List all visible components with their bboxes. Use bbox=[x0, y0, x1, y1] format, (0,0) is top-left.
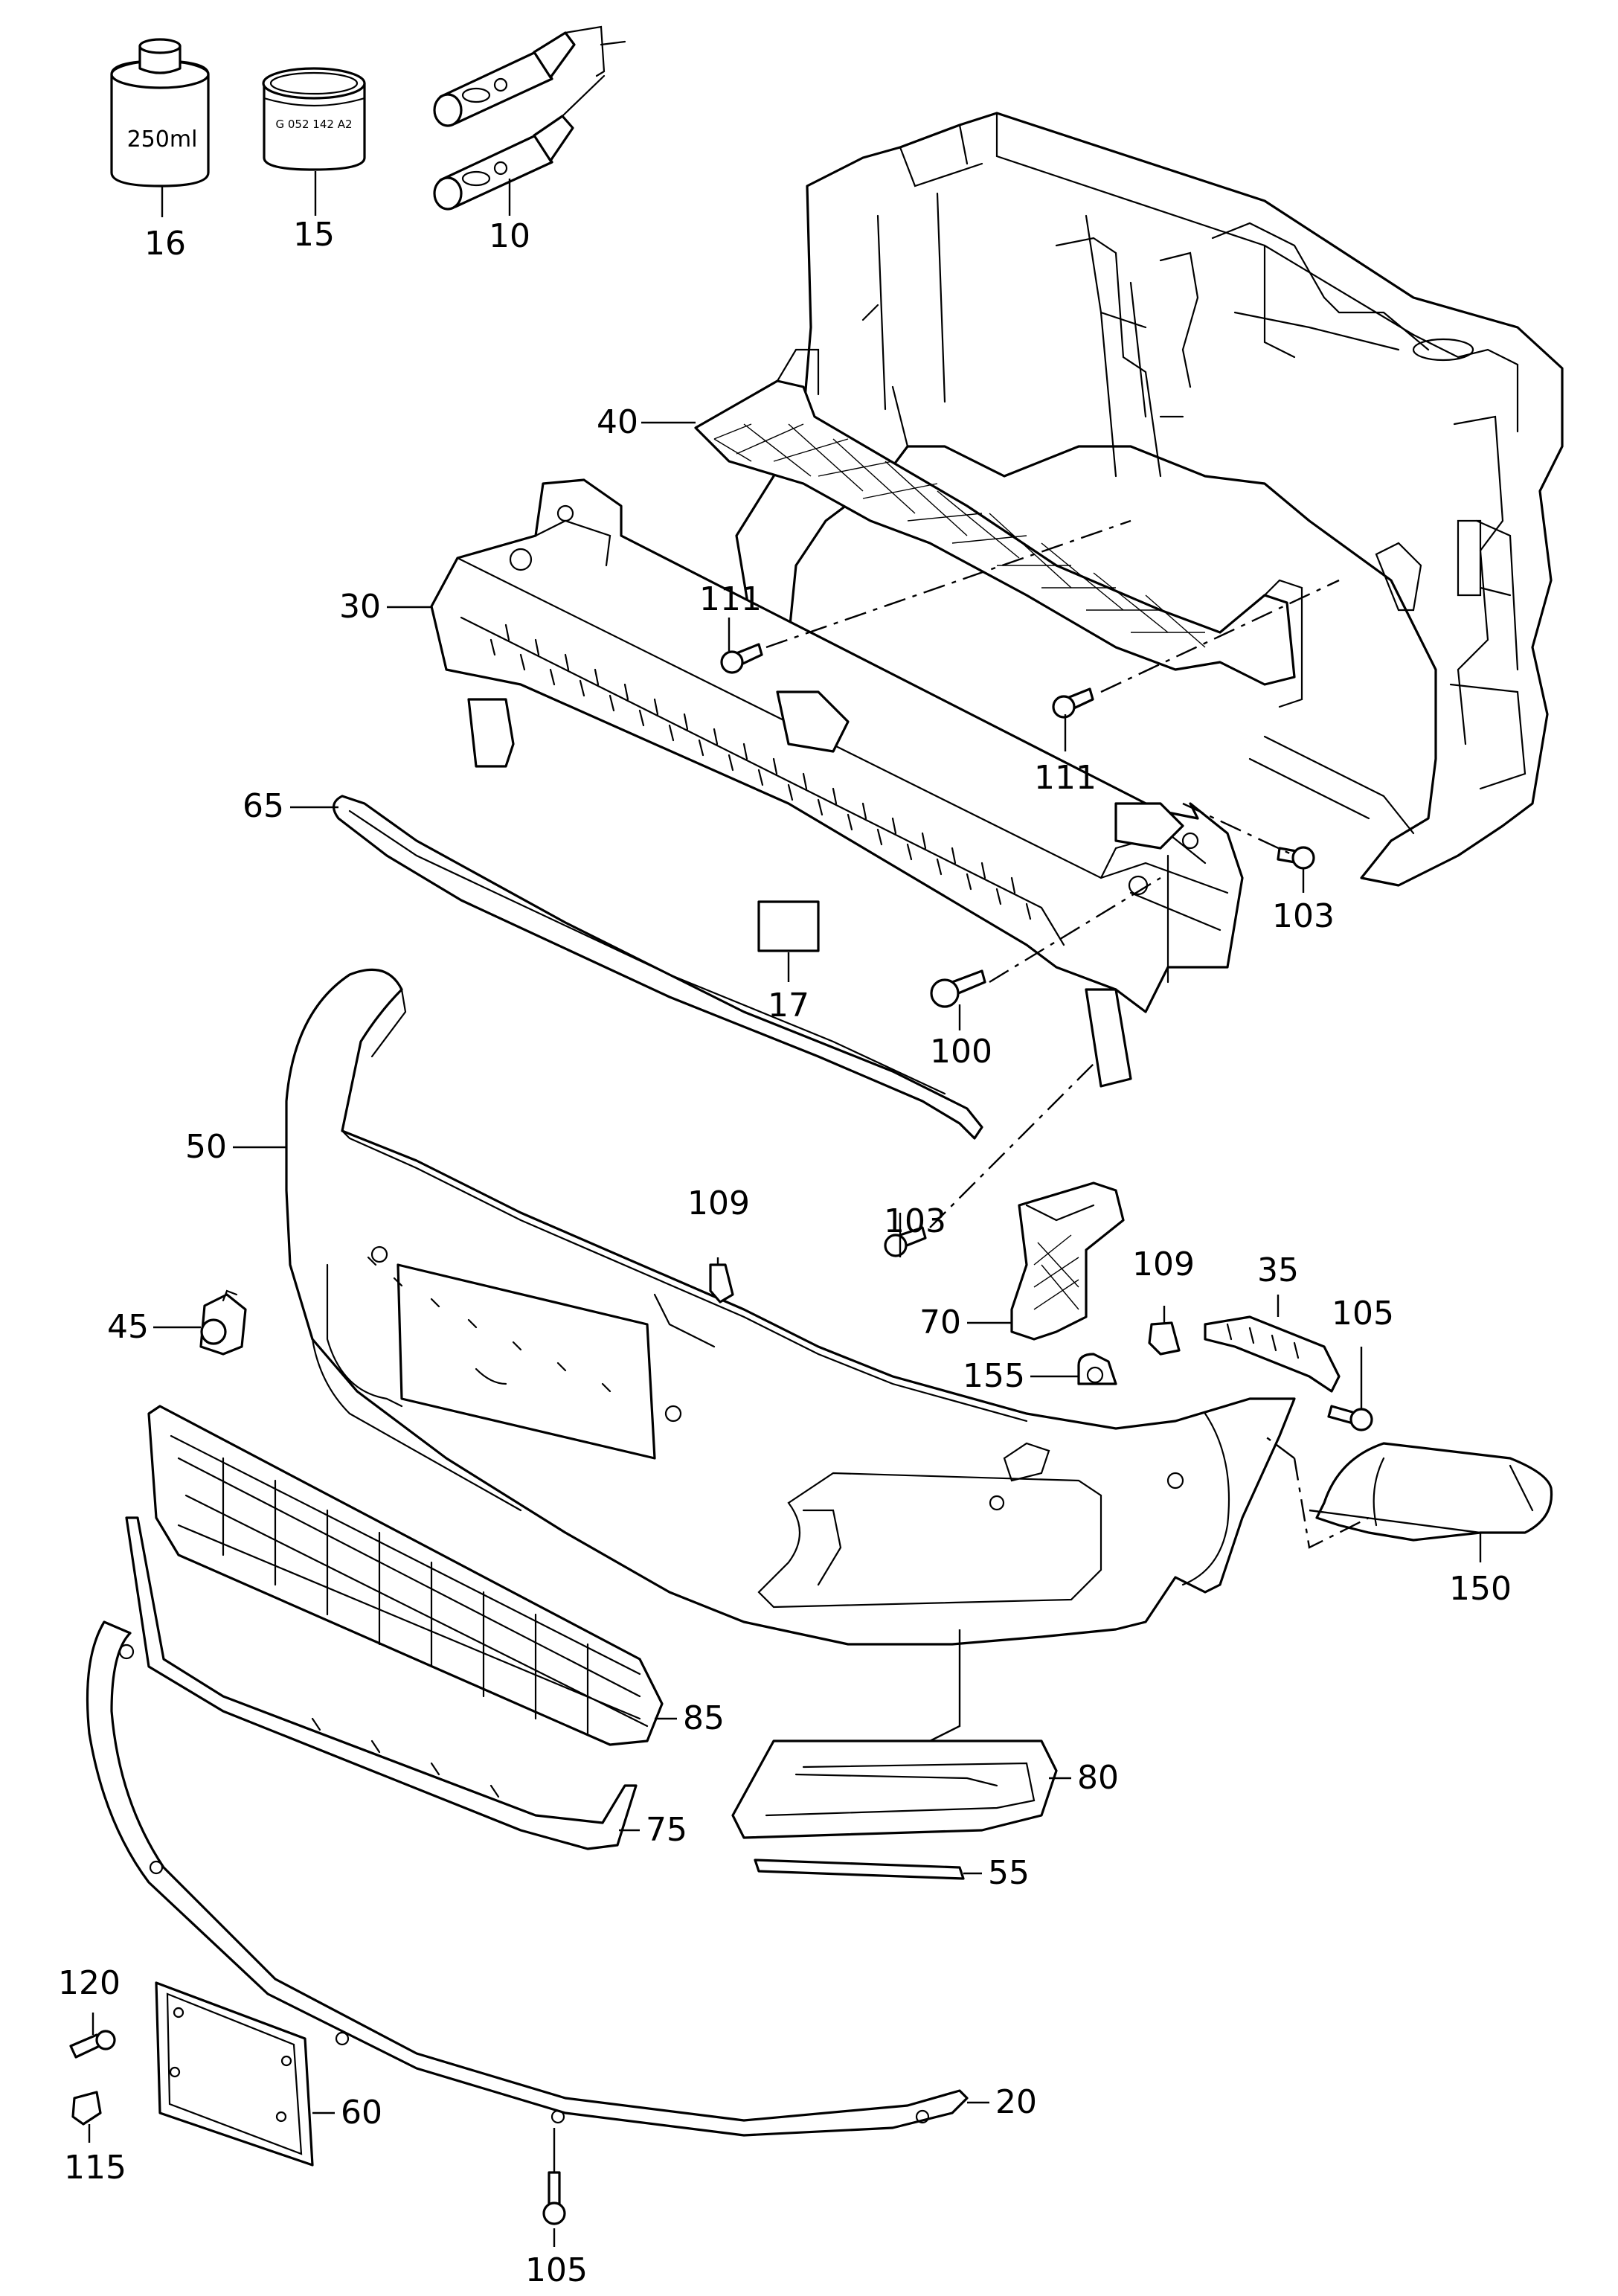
can-volume-text: 250ml bbox=[127, 126, 198, 153]
item-155-sensor-ring bbox=[1077, 1353, 1117, 1385]
fastener-120 bbox=[69, 2030, 116, 2059]
item-40-air-guide bbox=[694, 348, 1303, 708]
label-105-upper: 105 bbox=[1332, 1295, 1394, 1333]
item-30-impact-beam bbox=[430, 478, 1244, 1088]
label-155: 155 bbox=[963, 1357, 1025, 1395]
item-35-guide-bracket bbox=[1204, 1315, 1341, 1393]
label-50: 50 bbox=[185, 1128, 227, 1166]
label-105-lower: 105 bbox=[525, 2251, 588, 2289]
label-70: 70 bbox=[919, 1303, 961, 1341]
label-45: 45 bbox=[107, 1308, 149, 1346]
label-120: 120 bbox=[58, 1964, 121, 2002]
label-109-left: 109 bbox=[687, 1184, 750, 1222]
label-111-upper: 111 bbox=[699, 580, 762, 618]
label-103-upper: 103 bbox=[1272, 897, 1335, 935]
item-109-clip-a bbox=[709, 1263, 734, 1303]
label-103-lower: 103 bbox=[884, 1202, 946, 1240]
item-109-clip-b bbox=[1148, 1321, 1181, 1356]
item-10-adhesive-cartridges bbox=[433, 25, 626, 211]
item-70-bracket bbox=[1010, 1181, 1125, 1341]
item-50-bumper-cover bbox=[285, 968, 1296, 1646]
item-20-spoiler-lip bbox=[86, 1620, 969, 2137]
item-16-fluid-can: 250ml bbox=[110, 38, 210, 187]
fastener-105a bbox=[1327, 1405, 1373, 1431]
label-65: 65 bbox=[243, 787, 284, 825]
item-55-trim-strip bbox=[754, 1859, 965, 1880]
item-75-grille-trim bbox=[125, 1516, 638, 1850]
label-55: 55 bbox=[988, 1854, 1030, 1892]
fastener-105b bbox=[542, 2171, 566, 2225]
item-60-license-plate-bracket bbox=[155, 1981, 314, 2167]
label-100: 100 bbox=[930, 1033, 992, 1071]
label-85: 85 bbox=[683, 1699, 725, 1737]
label-111-lower: 111 bbox=[1034, 759, 1097, 797]
label-16: 16 bbox=[144, 225, 186, 263]
item-65-energy-absorber bbox=[333, 795, 983, 1140]
fastener-103a bbox=[1277, 846, 1315, 870]
label-17: 17 bbox=[768, 987, 809, 1024]
fastener-115 bbox=[71, 2091, 102, 2126]
item-150-side-air-duct bbox=[1315, 1442, 1553, 1542]
label-30: 30 bbox=[339, 588, 381, 626]
fastener-111a bbox=[720, 643, 763, 674]
item-45-sensor-holder bbox=[199, 1289, 247, 1356]
label-80: 80 bbox=[1077, 1759, 1119, 1797]
label-10: 10 bbox=[489, 217, 530, 255]
label-150: 150 bbox=[1449, 1570, 1512, 1608]
item-17-adhesive-pad bbox=[757, 900, 820, 952]
label-40: 40 bbox=[597, 403, 638, 441]
fastener-100 bbox=[930, 969, 986, 1008]
label-60: 60 bbox=[341, 2094, 382, 2132]
callout-labels: 16 15 10 40 111 111 30 65 103 17 100 50 … bbox=[58, 216, 1512, 2289]
tub-code-text: G 052 142 A2 bbox=[276, 118, 353, 131]
leader-lines bbox=[88, 171, 1482, 2247]
radiator-support-frame bbox=[735, 112, 1564, 887]
item-85-lower-grille bbox=[147, 1405, 664, 1746]
fastener-111b bbox=[1052, 687, 1094, 719]
label-35: 35 bbox=[1257, 1251, 1299, 1289]
item-15-sealant-tub: G 052 142 A2 bbox=[262, 67, 366, 171]
label-15: 15 bbox=[293, 216, 335, 254]
label-75: 75 bbox=[646, 1811, 687, 1849]
item-80-fog-light-bezel bbox=[731, 1739, 1058, 1839]
label-115: 115 bbox=[64, 2149, 126, 2187]
label-109-right: 109 bbox=[1132, 1245, 1195, 1283]
assembly-axis-lines bbox=[765, 519, 1370, 1549]
label-20: 20 bbox=[995, 2083, 1037, 2121]
